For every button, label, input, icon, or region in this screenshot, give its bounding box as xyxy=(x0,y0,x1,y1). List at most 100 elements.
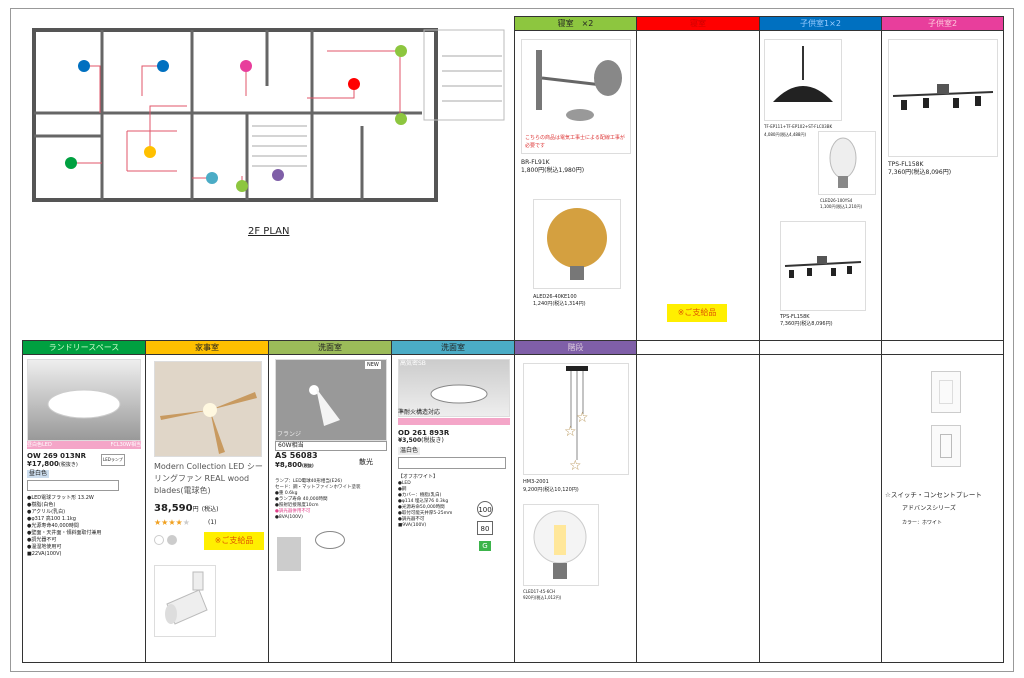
supplied-badge: ※ご支給品 xyxy=(204,532,264,550)
ra2-badge: 80 xyxy=(477,521,493,535)
cell-kids-room-2: 子供室2 TPS-FL158K 7,360円(税込8,096円) xyxy=(881,16,1004,341)
spec-list: ●LED電球フラット形 13.2W●樹脂(白色)●アクリル(乳白)●φ317 高… xyxy=(27,495,102,557)
cell-laundry: ランドリースペース 昼白色LED FCL30W相当 OW 269 013NR ¥1… xyxy=(22,340,146,663)
review-count: (1) xyxy=(208,519,217,526)
header-washroom-1: 洗面室 xyxy=(269,341,391,355)
flange-label: フランジ xyxy=(277,431,302,438)
edison-bulb-code: CLED26-100YS4 xyxy=(820,198,853,203)
color-swatch-white[interactable] xyxy=(154,535,164,545)
bulb-price: 1,240円(税込1,314円) xyxy=(533,301,586,307)
cell-utility-room: 家事室 Modern Collection LED シーリングファン REAL … xyxy=(145,340,269,663)
led-band: 昼白色LED FCL30W相当 xyxy=(27,441,141,449)
ceiling-fan-image xyxy=(154,361,262,457)
switch-title: ☆スイッチ・コンセントプレート xyxy=(885,491,982,499)
globe-bulb-image xyxy=(533,199,621,289)
product-code: TPS-FL158K xyxy=(888,161,924,168)
color-temp: 昼白色 xyxy=(27,470,50,478)
fire-label: 準耐火構造対応 xyxy=(398,409,441,416)
pendant-price: 4,080円(税込4,488円) xyxy=(764,132,807,137)
bulb-code: ALED26-40KE100 xyxy=(533,294,577,300)
header-laundry: ランドリースペース xyxy=(23,341,145,355)
led-equiv: FCL30W相当 xyxy=(110,442,141,448)
finish-label: 【オフホワイト】 xyxy=(398,474,439,480)
header-utility-room: 家事室 xyxy=(146,341,268,355)
track-spot-image xyxy=(154,565,216,637)
wall-lamp-image xyxy=(521,39,631,154)
bulb-price: 920円(税込1,012円) xyxy=(523,595,562,600)
ceiling-light-image xyxy=(27,359,141,441)
color-temp: 温白色 xyxy=(398,447,421,455)
cell-washroom-1: 洗面室 NEW フランジ 60W相当 AS 56083 ¥8,800(税抜) 散… xyxy=(268,340,392,663)
product-price: 7,360円(税込8,096円) xyxy=(888,169,952,176)
header-washroom-2: 洗面室 xyxy=(392,341,514,355)
price: ¥3,500(税抜き) xyxy=(398,437,444,444)
grade-badge: G xyxy=(479,541,491,551)
outlet-plate-image xyxy=(931,425,961,467)
spec-list: ランプ：LED電球40形相当(E26)セード：鋼・マットファインホワイト塗装●重… xyxy=(275,479,361,520)
floor-plan xyxy=(22,16,512,238)
cell-bedroom-2: 寝室 ※ご支給品 xyxy=(636,16,760,341)
header-empty-3 xyxy=(882,341,1003,355)
spot-bar-code: TPS-FL158K xyxy=(780,314,810,320)
model-number: OD 261 893R xyxy=(398,429,450,437)
cell-empty-1 xyxy=(636,340,760,663)
price: ¥17,800(税抜き) xyxy=(27,460,78,468)
product-code: HM3-2001 xyxy=(523,479,549,485)
airtight-label: 高気密SB xyxy=(400,360,426,367)
led-tag: 昼白色LED xyxy=(27,442,52,448)
pendant-code: TF-EP111+TF-EP102+ST-FLC03BK xyxy=(764,124,833,129)
new-badge: NEW xyxy=(365,361,381,369)
product-price: 1,800円(税込1,980円) xyxy=(521,167,585,174)
spot-bar-image xyxy=(888,39,998,157)
ra-badge: 100 xyxy=(477,501,493,517)
spot-bar-price: 7,360円(税込8,096円) xyxy=(780,321,833,327)
model-number: AS 56083 xyxy=(275,451,318,460)
led-band xyxy=(398,418,510,425)
cell-switch-plate: ☆スイッチ・コンセントプレート アドバンスシリーズ カラー：ホワイト xyxy=(881,340,1004,663)
led-lamp-badge: LEDランプ xyxy=(101,454,125,466)
switch-color: カラー：ホワイト xyxy=(902,520,943,526)
diffuse-label: 散光 xyxy=(359,458,373,466)
svg-text:☆: ☆ xyxy=(576,410,589,426)
product-code: BR-FL91K xyxy=(521,159,550,166)
header-empty-2 xyxy=(760,341,881,355)
plan-title: 2F PLAN xyxy=(248,226,290,237)
cell-empty-2 xyxy=(759,340,882,663)
model-number: OW 269 013NR xyxy=(27,452,87,460)
cell-kids-room-1: 子供室1×2 TF-EP111+TF-EP102+ST-FLC03BK 4,08… xyxy=(759,16,882,341)
cell-stairs: 階段 ☆☆☆ HM3-2001 9,200円(税込10,120円) CLED17… xyxy=(514,340,637,663)
pendant-image xyxy=(764,39,842,121)
spot-bar-image xyxy=(780,221,866,311)
header-bedroom: 寝室 ×2 xyxy=(515,17,636,31)
edison-bulb-image xyxy=(818,131,876,195)
rating-stars: ★★★★★ xyxy=(154,518,190,527)
product-name: Modern Collection LED シーリングファン REAL wood… xyxy=(154,462,263,495)
wiring-note: こちらの商品は電気工事士による配線工事が必要です xyxy=(525,135,625,149)
spec-table xyxy=(398,457,506,469)
lamp-image xyxy=(277,537,301,571)
supplied-badge: ※ご支給品 xyxy=(667,304,727,322)
header-kids-room-1: 子供室1×2 xyxy=(760,17,881,31)
header-kids-room-2: 子供室2 xyxy=(882,17,1003,31)
header-bedroom-2: 寝室 xyxy=(637,17,759,31)
spec-list: ●LED●鋼●カバー：樹脂(乳白)●φ114 埋込深76 0.3kg●光源寿命5… xyxy=(398,481,453,528)
fixture-dots xyxy=(65,45,407,192)
bulb-code: CLED17-45-6CH xyxy=(523,589,556,594)
svg-text:☆: ☆ xyxy=(564,424,577,440)
svg-text:☆: ☆ xyxy=(569,458,582,474)
switch-series: アドバンスシリーズ xyxy=(902,505,956,512)
star-pendant-image: ☆☆☆ xyxy=(523,363,629,475)
downlight-image xyxy=(398,359,510,417)
switch-plate-image xyxy=(931,371,961,413)
equiv-label: 60W相当 xyxy=(275,441,387,451)
product-price: 9,200円(税込10,120円) xyxy=(523,487,579,493)
page-frame xyxy=(10,8,1014,672)
color-swatch-gray[interactable] xyxy=(167,535,177,545)
spec-table xyxy=(27,480,119,491)
spotlight-image xyxy=(275,359,387,441)
dimension-drawing xyxy=(315,531,345,549)
cell-bedroom: 寝室 ×2 こちらの商品は電気工事士による配線工事が必要です BR-FL91K … xyxy=(514,16,637,341)
header-empty-1 xyxy=(637,341,759,355)
edison-bulb-price: 1,100円(税込1,210円) xyxy=(820,204,863,209)
header-stairs: 階段 xyxy=(515,341,636,355)
